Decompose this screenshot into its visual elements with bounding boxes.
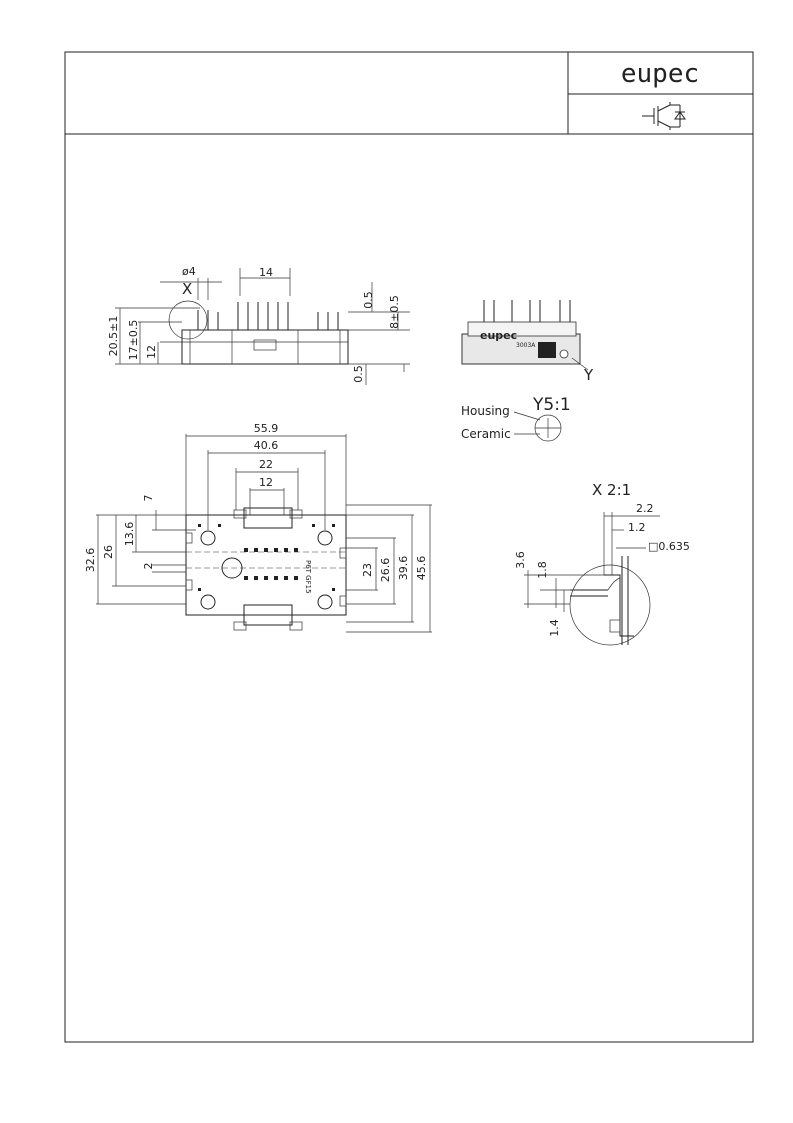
side-view-phi-label: ø4 [182,265,196,278]
photo-part-text: 3003A [516,342,536,349]
top-view-dim-406: 40.6 [254,439,279,452]
detail-x-view [524,512,660,646]
top-view [96,434,432,633]
detail-x-dim-12: 1.2 [628,521,646,534]
top-view-dim-23: 23 [361,563,374,577]
detail-x-dim-36: 3.6 [514,551,527,569]
detail-x-dim-18: 1.8 [536,561,549,579]
top-view-dim-26: 26 [102,545,115,559]
side-view-dim-8: 8±0.5 [388,295,401,329]
top-view-dim-22: 22 [259,458,273,471]
side-view-dim-205: 20.5±1 [107,316,120,357]
top-view-dim-2: 2 [142,563,155,570]
top-view-dim-266: 26.6 [379,558,392,583]
top-view-dim-456: 45.6 [415,556,428,581]
igbt-symbol-icon [642,102,686,130]
side-view-dim-05-bottom: 0.5 [352,365,365,383]
detail-y-ceramic-label: Ceramic [461,427,511,441]
top-view-dim-12: 12 [259,476,273,489]
top-view-dim-7: 7 [142,495,155,502]
logo: eupec [621,59,699,89]
sheet-border [64,51,754,1043]
top-view-dim-326: 32.6 [84,548,97,573]
side-view-dim-05-top: 0.5 [362,291,375,309]
module-photo-view [461,300,589,371]
detail-x-title: X 2:1 [592,481,631,499]
side-view-dim-17: 17±0.5 [127,320,140,361]
photo-y-label: Y [583,366,594,384]
detail-y-circle [513,411,562,442]
side-view [115,268,410,385]
top-view-dim-559: 55.9 [254,422,279,435]
detail-y-title: Y5:1 [532,395,571,415]
top-view-marking: P6T GF15 [304,560,312,594]
side-view-x-label: X [182,280,192,298]
side-view-dim-12: 12 [145,345,158,359]
photo-brand: eupec [480,329,517,342]
side-view-dim-14: 14 [259,266,273,279]
top-view-dim-136: 13.6 [123,522,136,547]
detail-x-dim-14: 1.4 [548,619,561,637]
detail-x-dim-22: 2.2 [636,502,654,515]
detail-y-housing-label: Housing [461,404,510,418]
detail-x-dim-0635: □0.635 [648,540,690,553]
top-view-dim-396: 39.6 [397,556,410,581]
